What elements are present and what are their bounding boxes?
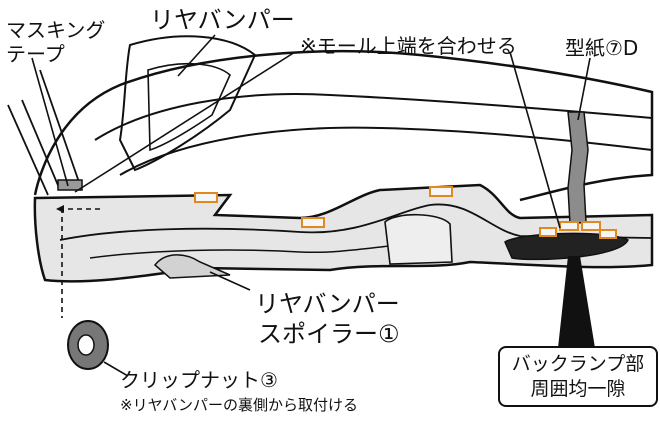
lamp-callout-pointer <box>558 256 595 348</box>
tape-piece <box>194 192 218 203</box>
clip-nut-icon <box>67 320 109 370</box>
rear-bumper-outline <box>33 50 654 202</box>
tape-pieces <box>194 186 617 239</box>
template-strip <box>567 111 589 225</box>
leader-rear-bumper <box>177 34 216 77</box>
label-masking-tape-line2: テープ <box>6 42 65 66</box>
label-masking-tape-line1: マスキング <box>6 18 106 42</box>
rear-bumper-inner-line <box>94 93 653 141</box>
label-lamp-gap-line2: 周囲均一隙 <box>530 377 626 400</box>
tape-piece <box>599 229 617 239</box>
masking-tape-block <box>57 179 83 191</box>
label-clip-nut: クリップナット③ <box>120 368 278 392</box>
label-clip-nut-note: ※リヤバンパーの裏側から取付ける <box>120 396 359 414</box>
back-lamp-recess <box>504 232 629 261</box>
tape-piece <box>301 217 325 228</box>
label-spoiler-line1: リヤバンパー <box>255 290 400 318</box>
leader-align-line <box>74 51 296 193</box>
body-edge-2 <box>21 99 61 191</box>
tape-piece <box>559 221 579 231</box>
tape-piece <box>581 221 601 231</box>
back-lamp-gap-callout: バックランプ部 周囲均一隙 <box>498 346 658 408</box>
body-edge <box>7 104 49 196</box>
spoiler-crease <box>59 203 653 241</box>
body-edge-3 <box>39 69 81 186</box>
spoiler-lower-crease <box>89 243 411 259</box>
label-rear-bumper: リヤバンパー <box>150 6 295 34</box>
label-align-note: ※モール上端を合わせる <box>300 34 517 58</box>
label-lamp-gap-line1: バックランプ部 <box>511 353 645 375</box>
tape-piece <box>539 227 557 237</box>
spoiler-center-recess <box>384 213 453 265</box>
leader-spoiler <box>209 271 251 291</box>
arrow-head <box>56 205 64 213</box>
label-template: 型紙⑦D <box>565 36 639 60</box>
label-spoiler-line2: スポイラー① <box>258 320 400 348</box>
rear-bumper-recess-inner <box>147 62 231 152</box>
leader-clip-nut <box>103 361 129 377</box>
leader-align-note <box>509 51 561 229</box>
rear-bumper-recess <box>118 35 257 172</box>
leader-lines <box>31 34 591 377</box>
leader-masking-tape <box>31 57 69 187</box>
tape-piece <box>429 186 453 197</box>
leader-template <box>577 57 591 121</box>
